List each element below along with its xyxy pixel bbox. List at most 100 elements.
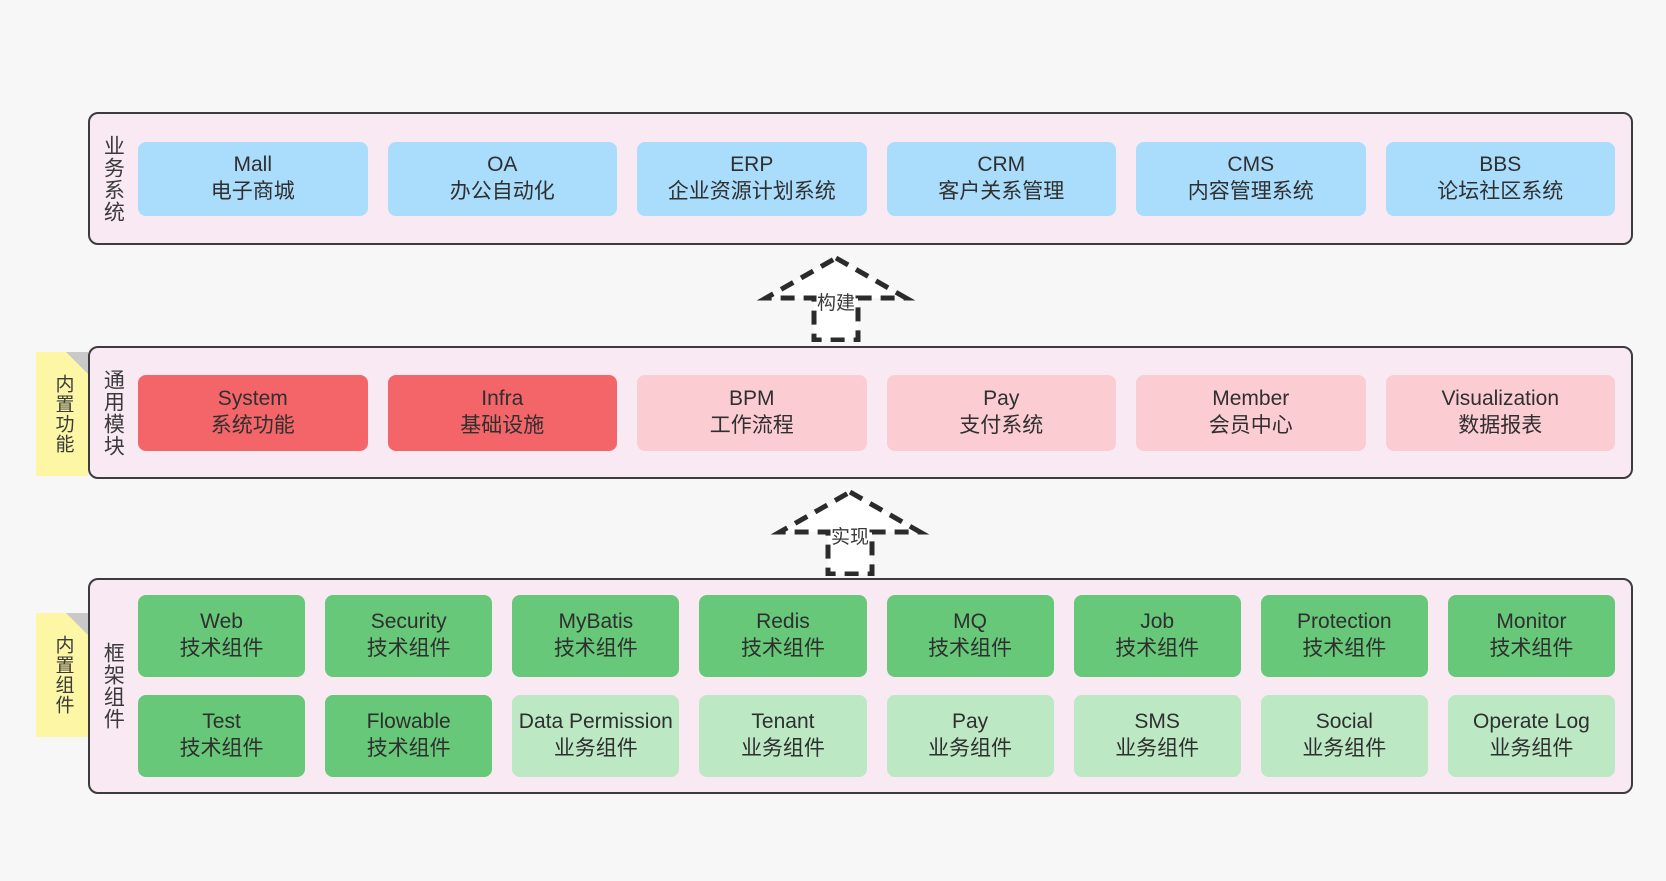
node-subtitle: 技术组件	[366, 637, 451, 660]
node-subtitle: 客户关系管理	[938, 179, 1065, 203]
node-test[interactable]: Test 技术组件	[138, 695, 306, 777]
node-title: Protection	[1297, 610, 1392, 634]
node-subtitle: 技术组件	[179, 637, 264, 660]
node-subtitle: 技术组件	[1489, 637, 1574, 660]
node-mall[interactable]: Mall 电子商城	[138, 141, 368, 216]
node-mybatis[interactable]: MyBatis 技术组件	[512, 595, 680, 677]
node-subtitle: 业务组件	[740, 737, 825, 760]
node-title: ERP	[730, 152, 774, 176]
dashed-hollow-arrow-up-icon	[756, 255, 916, 343]
note-builtin-component: 内置组件	[36, 613, 88, 737]
node-erp[interactable]: ERP 企业资源计划系统	[637, 141, 867, 216]
node-redis[interactable]: Redis 技术组件	[699, 595, 867, 677]
node-subtitle: 办公自动化	[449, 179, 555, 203]
node-security[interactable]: Security 技术组件	[325, 595, 493, 677]
node-visualization[interactable]: Visualization 数据报表	[1385, 374, 1615, 451]
layer-business-system-label: 业务系统	[101, 134, 125, 223]
node-subtitle: 业务组件	[553, 737, 638, 760]
layer-business-system: 业务系统 Mall 电子商城 OA 办公自动化 ERP 企业资源计划系统 CRM…	[88, 112, 1633, 245]
node-title: Redis	[756, 610, 810, 634]
layer-common-module-label: 通用模块	[101, 368, 125, 457]
node-infra[interactable]: Infra 基础设施	[387, 374, 617, 451]
node-title: Pay	[951, 710, 989, 734]
node-member[interactable]: Member 会员中心	[1136, 374, 1366, 451]
node-title: Visualization	[1441, 386, 1560, 410]
node-subtitle: 业务组件	[1489, 737, 1574, 760]
connector-build: 构建	[746, 252, 926, 343]
node-bpm[interactable]: BPM 工作流程	[637, 374, 867, 451]
node-title: Flowable	[366, 710, 451, 734]
node-subtitle: 技术组件	[179, 737, 264, 760]
node-title: SMS	[1134, 710, 1180, 734]
node-row: System 系统功能 Infra 基础设施 BPM 工作流程 Pay 支付系统…	[138, 374, 1615, 451]
node-title: Tenant	[751, 710, 815, 734]
layer-common-module: 通用模块 System 系统功能 Infra 基础设施 BPM 工作流程 Pay…	[88, 346, 1633, 479]
node-title: Job	[1140, 610, 1175, 634]
node-title: Web	[200, 610, 243, 634]
node-title: Mall	[233, 152, 272, 176]
node-subtitle: 工作流程	[709, 413, 794, 437]
node-mq[interactable]: MQ 技术组件	[886, 595, 1054, 677]
node-title: OA	[487, 152, 518, 176]
node-sms[interactable]: SMS 业务组件	[1073, 695, 1241, 777]
node-cms[interactable]: CMS 内容管理系统	[1136, 141, 1366, 216]
node-title: BBS	[1479, 152, 1522, 176]
layer-framework-component: 框架组件 Web 技术组件 Security 技术组件 MyBatis 技术组件…	[88, 578, 1633, 794]
node-bbs[interactable]: BBS 论坛社区系统	[1385, 141, 1615, 216]
node-subtitle: 电子商城	[210, 179, 295, 203]
node-subtitle: 数据报表	[1458, 413, 1543, 437]
node-operate-log[interactable]: Operate Log 业务组件	[1447, 695, 1615, 777]
node-title: CMS	[1227, 152, 1275, 176]
node-subtitle: 业务组件	[1302, 737, 1387, 760]
node-row: Mall 电子商城 OA 办公自动化 ERP 企业资源计划系统 CRM 客户关系…	[138, 141, 1615, 216]
node-flowable[interactable]: Flowable 技术组件	[325, 695, 493, 777]
node-title: Infra	[481, 386, 524, 410]
node-web[interactable]: Web 技术组件	[138, 595, 306, 677]
note-label: 内置组件	[52, 635, 74, 715]
node-row: Test 技术组件 Flowable 技术组件 Data Permission …	[138, 695, 1615, 777]
node-title: System	[217, 386, 288, 410]
node-subtitle: 会员中心	[1208, 413, 1293, 437]
node-title: MQ	[953, 610, 987, 634]
note-label: 内置功能	[52, 374, 74, 454]
node-subtitle: 技术组件	[1302, 637, 1387, 660]
node-subtitle: 业务组件	[1115, 737, 1200, 760]
node-title: Test	[202, 710, 241, 734]
layer-common-module-body: System 系统功能 Infra 基础设施 BPM 工作流程 Pay 支付系统…	[134, 348, 1631, 477]
node-pay-component[interactable]: Pay 业务组件	[886, 695, 1054, 777]
node-subtitle: 系统功能	[210, 413, 295, 437]
node-social[interactable]: Social 业务组件	[1260, 695, 1428, 777]
node-row: Web 技术组件 Security 技术组件 MyBatis 技术组件 Redi…	[138, 595, 1615, 677]
connector-realize-label: 实现	[830, 527, 870, 548]
layer-business-system-body: Mall 电子商城 OA 办公自动化 ERP 企业资源计划系统 CRM 客户关系…	[134, 114, 1631, 243]
node-title: Social	[1315, 710, 1373, 734]
node-job[interactable]: Job 技术组件	[1073, 595, 1241, 677]
node-oa[interactable]: OA 办公自动化	[387, 141, 617, 216]
connector-realize: 实现	[760, 486, 940, 577]
node-title: Data Permission	[518, 710, 673, 734]
layer-framework-component-label: 框架组件	[101, 642, 125, 730]
layer-framework-component-body: Web 技术组件 Security 技术组件 MyBatis 技术组件 Redi…	[134, 580, 1631, 792]
node-subtitle: 内容管理系统	[1187, 179, 1314, 203]
node-title: Monitor	[1496, 610, 1567, 634]
node-title: Operate Log	[1473, 710, 1590, 734]
node-title: MyBatis	[558, 610, 634, 634]
node-tenant[interactable]: Tenant 业务组件	[699, 695, 867, 777]
node-monitor[interactable]: Monitor 技术组件	[1447, 595, 1615, 677]
node-data-permission[interactable]: Data Permission 业务组件	[512, 695, 680, 777]
node-pay-module[interactable]: Pay 支付系统	[886, 374, 1116, 451]
node-title: BPM	[728, 386, 775, 410]
dashed-hollow-arrow-up-icon	[770, 489, 930, 577]
node-crm[interactable]: CRM 客户关系管理	[886, 141, 1116, 216]
connector-build-label: 构建	[816, 293, 856, 314]
node-system[interactable]: System 系统功能	[138, 374, 368, 451]
node-subtitle: 业务组件	[928, 737, 1013, 760]
node-protection[interactable]: Protection 技术组件	[1260, 595, 1428, 677]
node-subtitle: 技术组件	[366, 737, 451, 760]
node-title: Member	[1212, 386, 1290, 410]
node-title: Security	[370, 610, 447, 634]
node-subtitle: 支付系统	[959, 413, 1044, 437]
node-subtitle: 技术组件	[553, 637, 638, 660]
node-subtitle: 技术组件	[740, 637, 825, 660]
